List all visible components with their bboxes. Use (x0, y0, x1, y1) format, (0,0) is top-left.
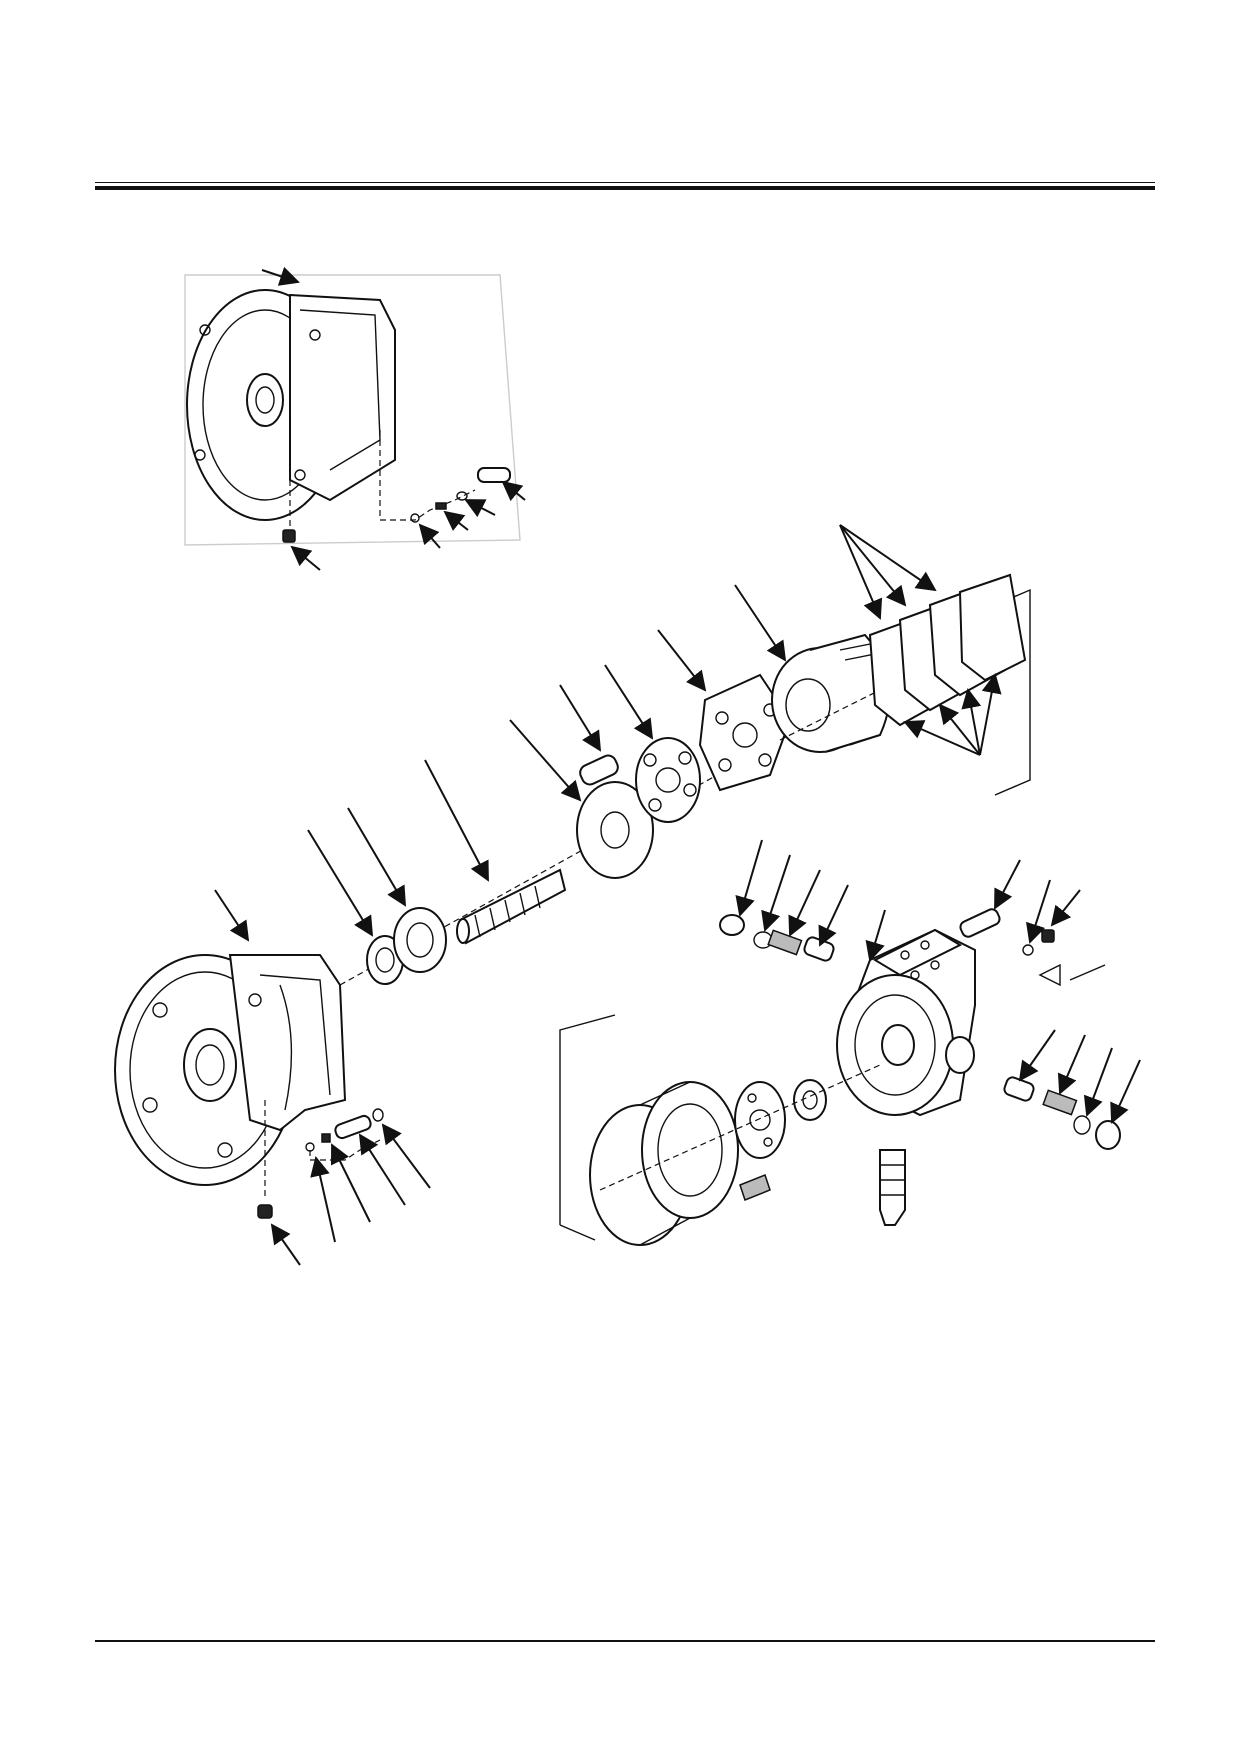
header-rule-thin (95, 182, 1155, 183)
plate-stack (779, 524, 1031, 796)
shaft-assembly (307, 739, 781, 986)
header-rule (95, 186, 1155, 190)
footer-rule (95, 1640, 1155, 1642)
brake-assembly (559, 1014, 881, 1246)
rotating-group (509, 584, 896, 879)
inset-casing (184, 266, 526, 571)
main-casing (114, 889, 431, 1266)
rear-head (719, 839, 1141, 1226)
